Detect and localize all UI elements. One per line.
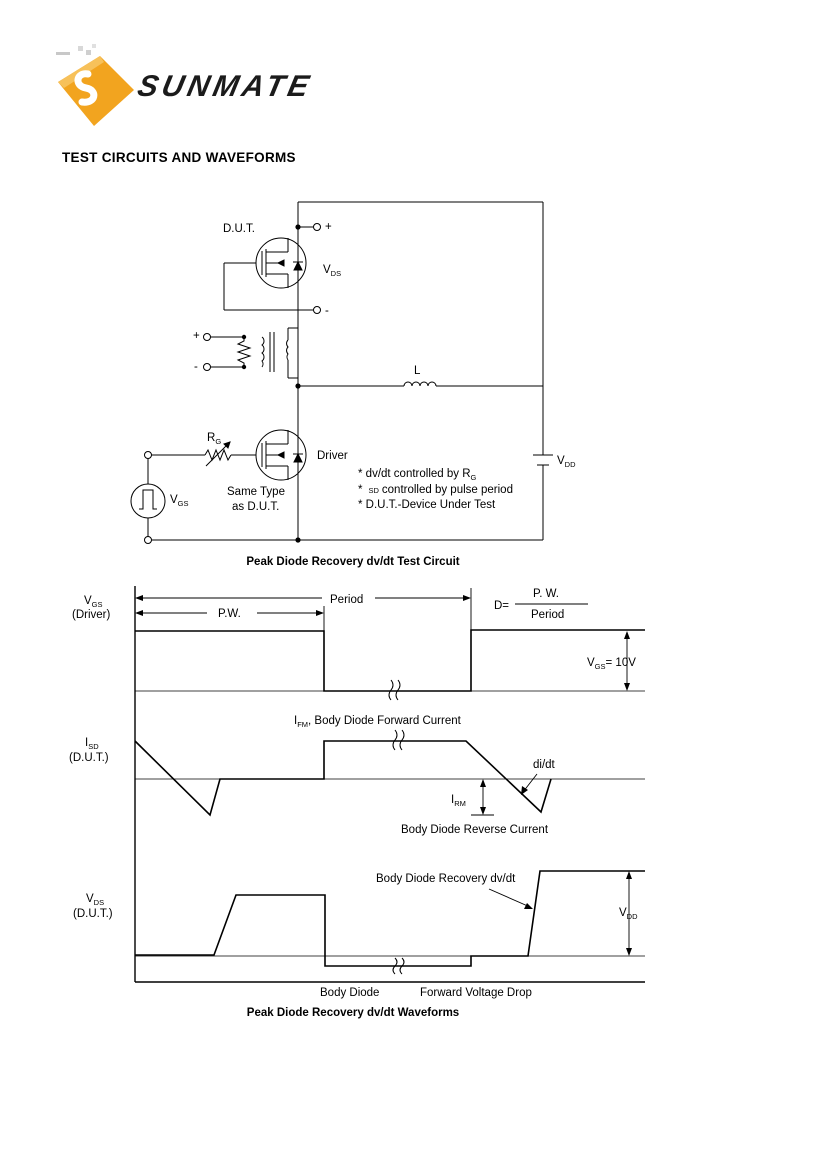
gate-resistor-icon — [204, 441, 232, 467]
vgs-axis-desc: (Driver) — [72, 609, 110, 621]
vds-plus-label: + — [325, 221, 332, 233]
vgs-source-label: VGS — [170, 494, 189, 508]
vds-minus-label: - — [325, 305, 329, 317]
inductor-icon — [403, 381, 437, 387]
gate-plus-label: + — [193, 330, 200, 342]
pw-label: P.W. — [218, 608, 241, 620]
irm-label: IRM — [451, 794, 466, 808]
reverse-current-label: Body Diode Reverse Current — [401, 824, 549, 836]
note-dut: * D.U.T.-Device Under Test — [358, 499, 496, 511]
vds-label: VDS — [323, 264, 341, 278]
vds-axis-desc: (D.U.T.) — [73, 908, 113, 920]
isd-waveform — [134, 740, 552, 817]
rg-label: RG — [207, 432, 221, 446]
driver-label: Driver — [317, 450, 348, 462]
recovery-label: Body Diode Recovery dv/dt — [376, 873, 516, 885]
circuit-caption: Peak Diode Recovery dv/dt Test Circuit — [246, 556, 459, 568]
vdd-dimension-label: VDD — [619, 907, 638, 921]
body-diode-label: Body Diode — [320, 987, 379, 999]
page-heading: TEST CIRCUITS AND WAVEFORMS — [62, 150, 296, 165]
ifm-label: IFM, Body Diode Forward Current — [294, 715, 462, 729]
note-dvdt: * dv/dt controlled by RG — [358, 468, 477, 482]
gate-minus-label: - — [194, 361, 198, 373]
vgs-10v-label: VGS= 10V — [587, 657, 636, 671]
period-label: Period — [330, 594, 363, 606]
pulse-source-icon — [130, 483, 166, 519]
dut-label: D.U.T. — [223, 223, 255, 235]
vgs-axis-label: VGS — [84, 595, 103, 609]
pulse-transformer-icon — [236, 332, 289, 372]
vgs-waveform — [135, 629, 645, 692]
vdd-label: VDD — [557, 455, 576, 469]
forward-drop-label: Forward Voltage Drop — [420, 987, 532, 999]
as-dut-label: as D.U.T. — [232, 501, 279, 513]
same-type-label: Same Type — [227, 486, 285, 498]
logo-mark-icon — [56, 44, 134, 126]
isd-axis-desc: (D.U.T.) — [69, 752, 109, 764]
brand-logo — [48, 42, 318, 132]
duty-numerator: P. W. — [533, 588, 559, 600]
vds-axis-label: VDS — [86, 893, 104, 907]
inductor-label: L — [414, 365, 421, 377]
duty-eq-label: D= — [494, 600, 509, 612]
vdd-battery-icon — [533, 454, 553, 466]
isd-axis-label: ISD — [85, 737, 99, 751]
waveforms-caption: Peak Diode Recovery dv/dt Waveforms — [247, 1007, 459, 1019]
didt-label: di/dt — [533, 759, 556, 771]
vds-waveform — [135, 870, 645, 967]
driver-mosfet-icon — [255, 429, 307, 481]
dut-mosfet-icon — [255, 237, 307, 289]
duty-denominator: Period — [531, 609, 564, 621]
